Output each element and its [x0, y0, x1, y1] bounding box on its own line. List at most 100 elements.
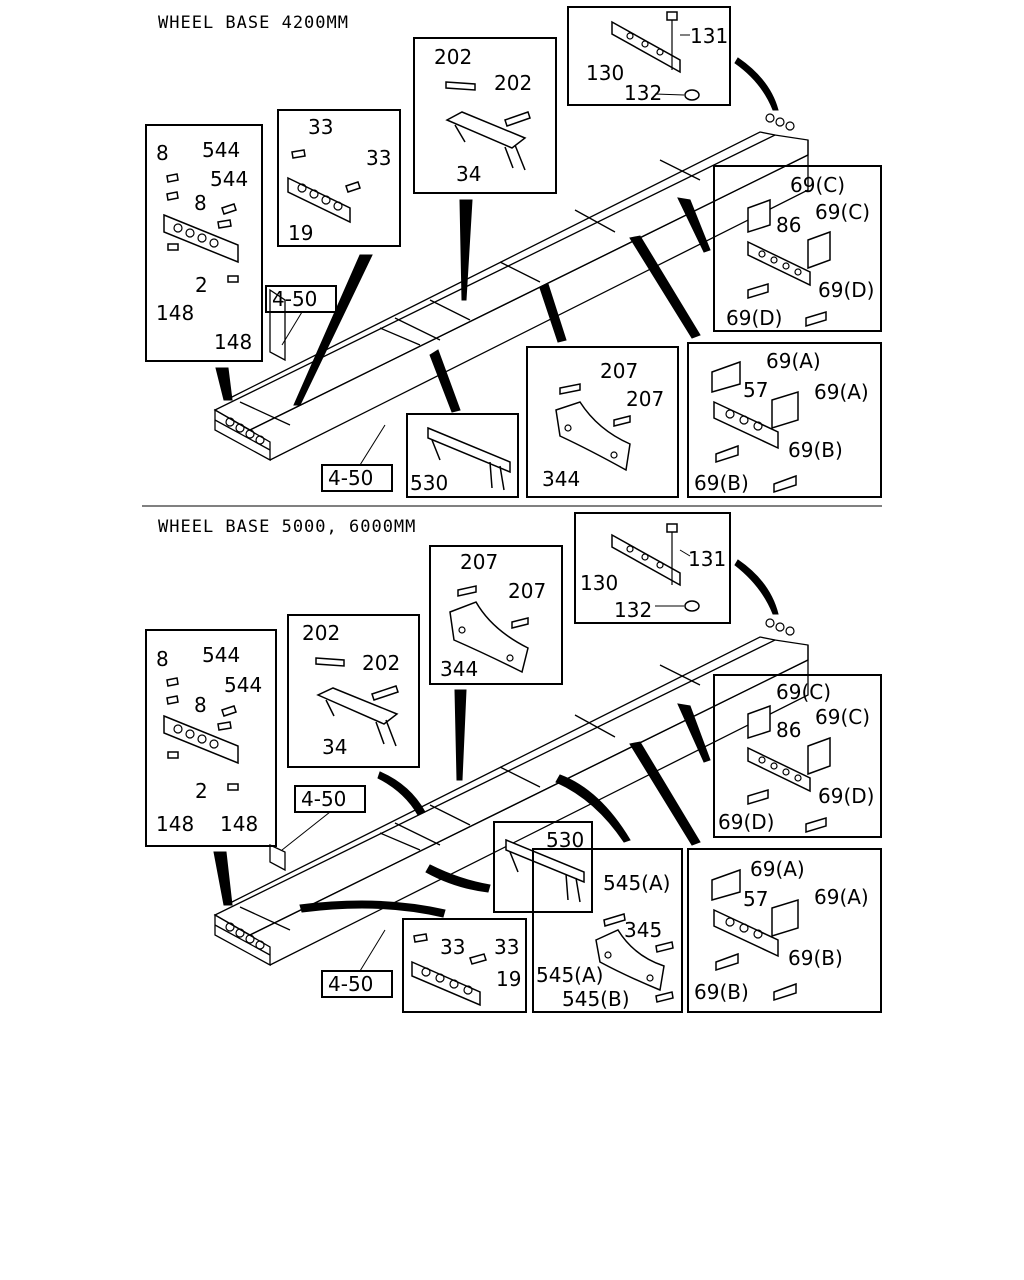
leader-arrow	[459, 199, 473, 301]
part-label: 2	[195, 273, 208, 297]
ref-label[interactable]: 4-50	[301, 787, 346, 811]
part-label: 202	[362, 651, 400, 675]
part-label: 69(C)	[815, 200, 870, 224]
chassis-frame	[213, 113, 809, 462]
part-label: 69(B)	[788, 946, 843, 970]
part-label: 202	[494, 71, 532, 95]
part-label: 33	[440, 935, 465, 959]
part-label: 69(C)	[790, 173, 845, 197]
part-label: 148	[214, 330, 252, 354]
part-label: 132	[614, 598, 652, 622]
ref-4-50-top[interactable]: 4-50	[265, 285, 337, 313]
box-crossmember-530: 530	[493, 821, 593, 913]
part-label: 544	[224, 673, 262, 697]
part-label: 148	[156, 301, 194, 325]
box-crossmember-57: 69(A) 57 69(A) 69(B) 69(B)	[687, 848, 882, 1013]
part-label: 86	[776, 213, 801, 237]
ref-label[interactable]: 4-50	[328, 466, 373, 490]
part-label: 8	[194, 191, 207, 215]
section-title: WHEEL BASE 5000, 6000MM	[158, 517, 416, 537]
part-label: 545(A)	[603, 871, 670, 895]
leader-arrow	[555, 774, 631, 843]
part-label: 544	[210, 167, 248, 191]
part-label: 207	[460, 550, 498, 574]
part-label: 207	[626, 387, 664, 411]
part-label: 34	[322, 735, 347, 759]
part-label: 130	[586, 61, 624, 85]
part-label: 8	[156, 647, 169, 671]
part-label: 19	[288, 221, 313, 245]
part-label: 545(A)	[536, 963, 603, 987]
part-label: 131	[688, 547, 726, 571]
part-label: 207	[600, 359, 638, 383]
section-wheelbase-5000-6000: WHEEL BASE 5000, 6000MM	[145, 512, 882, 1013]
part-label: 148	[156, 812, 194, 836]
part-label: 33	[366, 146, 391, 170]
part-label: 207	[508, 579, 546, 603]
ref-label[interactable]: 4-50	[328, 972, 373, 996]
leader-arrow	[377, 771, 426, 816]
part-label: 69(B)	[788, 438, 843, 462]
part-label: 69(D)	[818, 278, 874, 302]
box-bolt-assembly: 131 130 132	[574, 512, 731, 624]
part-label: 33	[494, 935, 519, 959]
box-crossmember-86: 69(C) 69(C) 86 69(D) 69(D)	[713, 674, 882, 838]
leader-arrow	[215, 367, 233, 401]
leader-arrow	[293, 254, 373, 406]
section-wheelbase-4200: WHEEL BASE 4200MM	[145, 6, 882, 498]
part-label: 33	[308, 115, 333, 139]
leader-arrow	[677, 197, 711, 253]
part-label: 69(A)	[814, 380, 869, 404]
box-crossmember-530: 530	[406, 413, 519, 498]
leader-arrow	[299, 900, 446, 918]
box-crossmember-57: 69(A) 57 69(A) 69(B) 69(B)	[687, 342, 882, 498]
part-label: 130	[580, 571, 618, 595]
ref-4-50-top[interactable]: 4-50	[294, 785, 366, 813]
part-label: 344	[440, 657, 478, 681]
part-label: 344	[542, 467, 580, 491]
box-crossmember-2: 8 544 544 8 2 148 148	[145, 629, 277, 847]
box-crossmember-344: 207 207 344	[429, 545, 563, 685]
box-crossmember-19: 33 33 19	[402, 918, 527, 1013]
part-label: 69(D)	[718, 810, 774, 834]
leader-arrow	[539, 283, 567, 343]
box-crossmember-344: 207 207 344	[526, 346, 679, 498]
box-crossmember-34: 202 202 34	[413, 37, 557, 194]
part-label: 69(C)	[815, 705, 870, 729]
leader-arrow	[454, 689, 467, 781]
part-label: 148	[220, 812, 258, 836]
leader-arrow	[677, 703, 711, 763]
ref-4-50-bottom[interactable]: 4-50	[321, 464, 393, 492]
part-label: 545(B)	[562, 987, 630, 1011]
part-label: 57	[743, 378, 768, 402]
box-crossmember-34: 202 202 34	[287, 614, 420, 768]
box-bolt-assembly: 131 130 132	[567, 6, 731, 106]
part-label: 544	[202, 643, 240, 667]
part-label: 57	[743, 887, 768, 911]
leader-arrow	[629, 235, 701, 339]
part-label: 544	[202, 138, 240, 162]
ref-label[interactable]: 4-50	[272, 287, 317, 311]
part-label: 69(B)	[694, 471, 749, 495]
part-label: 69(A)	[766, 349, 821, 373]
leader-arrow	[629, 741, 701, 846]
part-label: 69(C)	[776, 680, 831, 704]
part-label: 19	[496, 967, 521, 991]
part-label: 69(D)	[726, 306, 782, 330]
leader-arrow	[425, 864, 491, 893]
section-title: WHEEL BASE 4200MM	[158, 13, 349, 33]
part-label: 8	[194, 693, 207, 717]
leader-arrow	[213, 851, 233, 906]
box-crossmember-19: 33 33 19	[277, 109, 401, 247]
part-label: 202	[302, 621, 340, 645]
ref-4-50-bottom[interactable]: 4-50	[321, 970, 393, 998]
part-label: 132	[624, 81, 662, 105]
box-crossmember-345: 545(A) 345 545(A) 545(B)	[532, 848, 683, 1013]
part-label: 8	[156, 141, 169, 165]
part-label: 69(A)	[814, 885, 869, 909]
part-label: 202	[434, 45, 472, 69]
part-label: 2	[195, 779, 208, 803]
part-label: 86	[776, 718, 801, 742]
leader-arrow	[734, 57, 779, 111]
